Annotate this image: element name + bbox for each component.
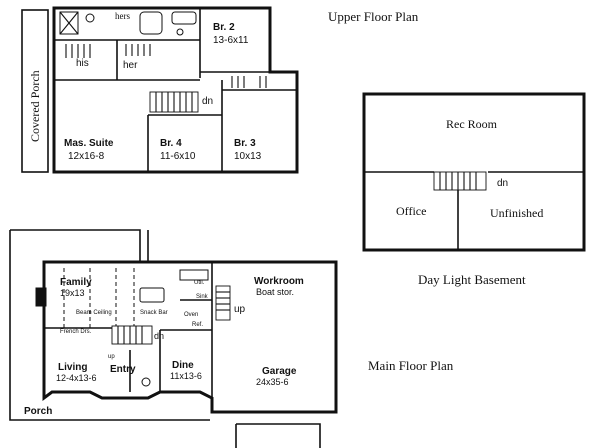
br4-size: 11-6x10 xyxy=(160,151,196,162)
util-label: Util. xyxy=(194,280,205,286)
hers-label: hers xyxy=(115,11,130,21)
porch-label: Porch xyxy=(24,406,52,417)
dine-size: 11x13-6 xyxy=(170,371,202,381)
beam-ceiling-label: Beam Ceiling xyxy=(76,310,112,316)
basement-dn-label: dn xyxy=(497,178,508,189)
br2-size: 13-6x11 xyxy=(213,35,249,46)
main-floor-plan: Family 19x13 Beam Ceiling French Drs. Sn… xyxy=(9,229,338,448)
his-label: his xyxy=(76,58,89,69)
shower-x xyxy=(59,11,79,35)
upper-stairs xyxy=(149,91,199,113)
upper-floor-plan: Covered Porch xyxy=(21,6,299,174)
toilet-fixture xyxy=(85,13,95,23)
master-suite-size: 12x16-8 xyxy=(68,151,105,162)
main-stairs xyxy=(111,325,153,345)
her-label: her xyxy=(123,60,138,71)
master-suite-name: Mas. Suite xyxy=(64,138,114,149)
basement-title: Day Light Basement xyxy=(418,272,526,287)
snack-bar xyxy=(139,287,165,303)
powder-toilet xyxy=(141,377,151,387)
sink-fixture xyxy=(176,28,184,36)
tub-fixture xyxy=(139,11,163,35)
upper-exterior-wall xyxy=(52,6,299,174)
oven-label: Oven xyxy=(184,312,198,318)
br3-size: 10x13 xyxy=(234,151,262,162)
office-label: Office xyxy=(396,204,426,218)
snack-bar-label: Snack Bar xyxy=(140,310,168,316)
garage-up-label: up xyxy=(234,304,246,315)
ref-label: Ref. xyxy=(192,322,203,328)
sink-label: Sink xyxy=(196,294,209,300)
garage-size: 24x35-6 xyxy=(256,377,289,387)
tub-fixture xyxy=(171,11,197,25)
br3-name: Br. 3 xyxy=(234,138,256,149)
living-name: Living xyxy=(58,362,87,373)
upper-floor-title: Upper Floor Plan xyxy=(328,9,419,24)
basement-plan: Rec Room dn Office Unfinished xyxy=(362,92,586,252)
covered-porch-label: Covered Porch xyxy=(28,70,42,142)
unfinished-label: Unfinished xyxy=(490,206,543,220)
garage-name: Garage xyxy=(262,366,297,377)
br4-name: Br. 4 xyxy=(160,138,182,149)
upper-dn-label: dn xyxy=(202,96,213,107)
main-floor-title: Main Floor Plan xyxy=(368,358,454,373)
br2-name: Br. 2 xyxy=(213,22,235,33)
rec-room-label: Rec Room xyxy=(446,117,498,131)
porch-outline xyxy=(9,229,210,421)
family-size: 19x13 xyxy=(60,288,85,298)
fireplace xyxy=(35,287,47,307)
dine-name: Dine xyxy=(172,360,194,371)
basement-exterior-wall xyxy=(362,92,586,252)
covered-porch-outline xyxy=(21,9,49,173)
workroom-name: Workroom xyxy=(254,276,304,287)
kitchen-counter xyxy=(179,269,209,281)
living-size: 12-4x13-6 xyxy=(56,373,97,383)
french-doors-label: French Drs. xyxy=(60,329,92,335)
main-dn-label: dn xyxy=(154,331,164,341)
workroom-sub: Boat stor. xyxy=(256,287,294,297)
basement-stairs xyxy=(433,171,487,191)
entry-label: Entry xyxy=(110,364,136,375)
garage-stairs xyxy=(215,285,231,321)
family-name: Family xyxy=(60,277,92,288)
main-up-label: up xyxy=(108,354,115,360)
driveway-edge xyxy=(235,423,321,448)
